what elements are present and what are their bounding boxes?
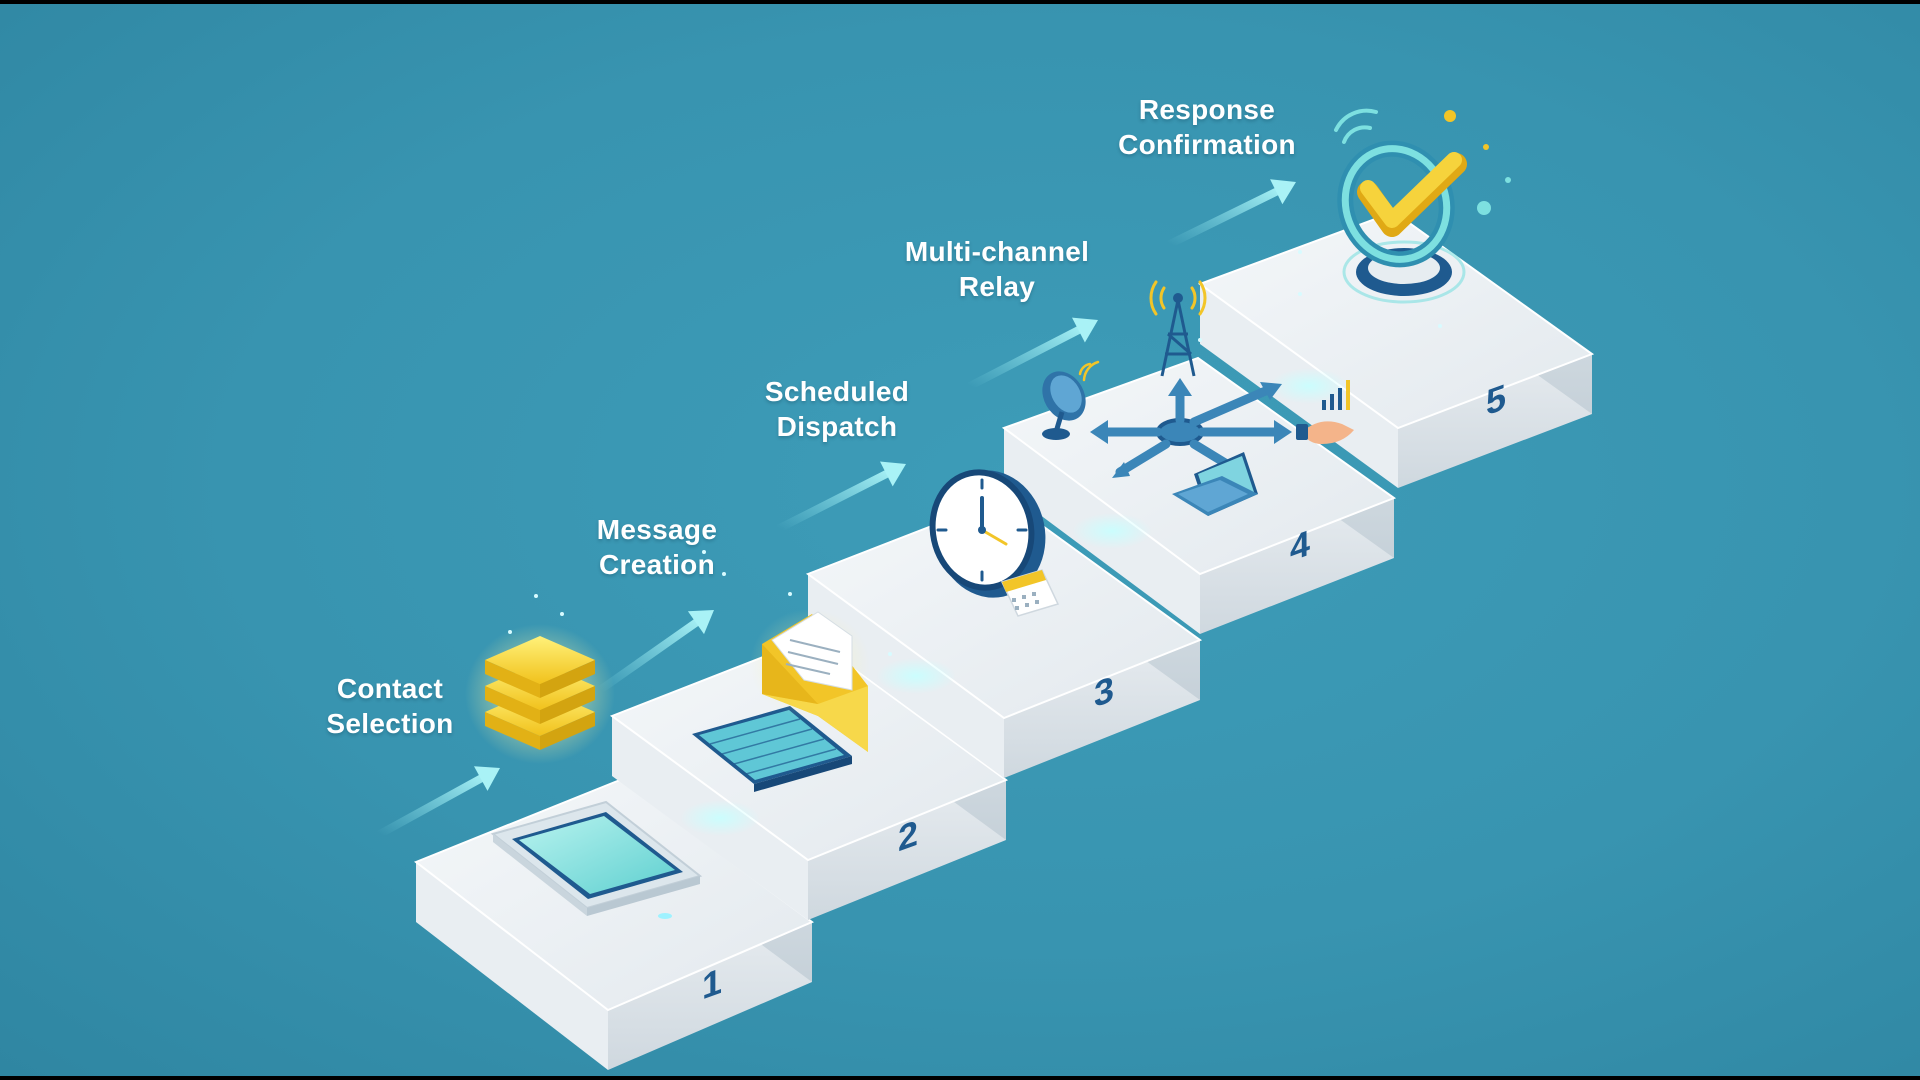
step-5-label-line2: Confirmation [1118, 129, 1296, 160]
clock-icon [929, 469, 1046, 598]
seam-glow [1269, 368, 1349, 404]
step-3-label-line1: Scheduled [764, 376, 910, 407]
diagram-canvas: 1 2 3 4 5 [0, 4, 1920, 1076]
step-4-label: Multi-channel Relay [877, 234, 1117, 304]
staircase-diagram: 1 2 3 4 5 [376, 108, 1595, 1070]
platform-left-face [416, 862, 608, 1070]
arrows-group [376, 179, 1296, 838]
seam-glow [1072, 513, 1152, 549]
stack-layer-top [485, 636, 595, 698]
keyboard-icon [692, 706, 852, 792]
laptop-icon [1172, 452, 1258, 516]
handshake-icon [1296, 380, 1354, 444]
step-number-4: 4 [1290, 521, 1310, 569]
step-5-label: Response Confirmation [1087, 92, 1327, 162]
data-stack-icon [465, 624, 615, 764]
progress-arrow-5 [1166, 179, 1296, 248]
seam-glow [876, 658, 956, 694]
step-4-label-line1: Multi-channel [904, 236, 1090, 267]
platform-front-face [808, 780, 1006, 920]
step-2-label: Message Creation [537, 512, 777, 582]
sparkles [508, 250, 1442, 656]
step-3-label-line2: Dispatch [776, 411, 898, 442]
checkmark-icon [1334, 108, 1511, 304]
step-number-5: 5 [1486, 375, 1506, 423]
step-4-label-line2: Relay [958, 271, 1036, 302]
envelope-icon [750, 609, 870, 752]
step-number-3: 3 [1094, 667, 1114, 715]
step-1-label-line1: Contact [336, 673, 444, 704]
step-5-label-line1: Response [1138, 94, 1276, 125]
progress-arrow-4 [966, 317, 1098, 390]
calendar-icon [1000, 569, 1060, 617]
platform-front-face [1200, 498, 1394, 634]
seam-glow [680, 800, 760, 836]
step-1-label-line2: Selection [326, 708, 454, 739]
step-3-label: Scheduled Dispatch [717, 374, 957, 444]
platform-step-4: 4 [1001, 356, 1397, 634]
platforms-group: 1 2 3 4 5 [414, 210, 1595, 1070]
progress-arrow-1 [376, 766, 500, 838]
step-number-2: 2 [898, 811, 918, 859]
radio-tower-icon [1149, 280, 1207, 377]
platform-step-3: 3 [805, 496, 1203, 778]
step-2-label-line1: Message [596, 514, 718, 545]
platform-front-face [1004, 640, 1200, 778]
smartphone-icon [490, 800, 703, 919]
progress-arrow-3 [776, 461, 906, 532]
step-2-label-line2: Creation [599, 549, 715, 580]
platform-front-face [1398, 354, 1592, 488]
step-1-label: Contact Selection [270, 671, 510, 741]
progress-arrow-2 [596, 610, 714, 694]
step-number-1: 1 [702, 959, 722, 1007]
satellite-dish-icon [1042, 360, 1100, 440]
platform-front-face [608, 922, 812, 1070]
